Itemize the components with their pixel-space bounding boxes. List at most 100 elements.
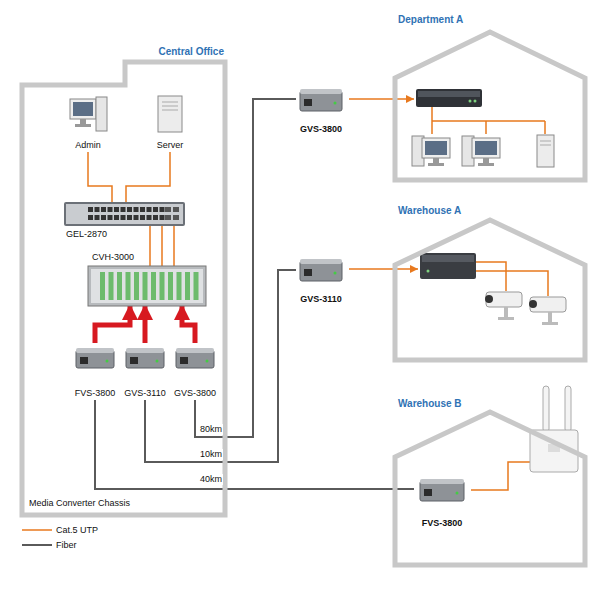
device-label: GVS-3800 xyxy=(174,388,216,399)
device-label: Server xyxy=(157,140,184,151)
building-outline xyxy=(392,203,590,363)
utp-link xyxy=(126,152,170,202)
device-node: Admin xyxy=(68,95,108,152)
building-zone: Warehouse A xyxy=(392,203,590,363)
building-zone: Department A xyxy=(392,12,590,184)
drive-bay xyxy=(162,110,178,111)
port xyxy=(108,215,113,220)
port xyxy=(153,215,158,220)
chassis-body xyxy=(88,266,206,306)
device-label: GVS-3110 xyxy=(124,388,165,399)
converter-top xyxy=(300,259,342,264)
port xyxy=(121,207,126,212)
slot xyxy=(160,272,165,300)
legend-line xyxy=(22,544,52,546)
port xyxy=(108,207,113,212)
fiber-link xyxy=(95,400,414,489)
converter-top xyxy=(420,479,464,484)
port xyxy=(114,215,119,220)
status-led xyxy=(206,360,209,363)
device-node: GVS-3800 xyxy=(296,86,346,136)
slot xyxy=(177,272,182,300)
zone-title: Department A xyxy=(398,14,463,26)
device-label: FVS-3800 xyxy=(75,388,116,399)
device-label: FVS-3800 xyxy=(422,518,463,529)
monitor xyxy=(70,99,96,119)
device-label: GVS-3800 xyxy=(300,124,342,135)
building-wall xyxy=(395,412,585,565)
port xyxy=(88,215,93,220)
converter-top xyxy=(76,348,114,353)
conv-icon xyxy=(75,347,115,369)
slot xyxy=(185,272,190,300)
status-led xyxy=(334,102,337,105)
conv-icon xyxy=(125,347,165,369)
device-label: GVS-3110 xyxy=(300,294,342,305)
pc-icon xyxy=(412,136,450,166)
utp-wire xyxy=(349,98,414,100)
chassis-caption: Media Converter Chassis xyxy=(28,498,131,509)
port xyxy=(134,215,139,220)
chassis-icon xyxy=(88,266,206,306)
port xyxy=(160,207,165,212)
port xyxy=(121,215,126,220)
conv-icon xyxy=(299,88,343,112)
port xyxy=(134,207,139,212)
legend-line xyxy=(22,529,52,531)
slot xyxy=(194,272,199,300)
building-wall xyxy=(22,62,225,515)
legend-row: Cat.5 UTP xyxy=(22,524,98,536)
converter-top xyxy=(300,89,342,94)
slot xyxy=(126,272,131,300)
camera-icon xyxy=(529,297,566,325)
device-label: GEL-2870 xyxy=(66,229,107,240)
conv-icon xyxy=(299,258,343,282)
port xyxy=(153,207,158,212)
device-node: GVS-3110 xyxy=(296,256,346,306)
screen xyxy=(73,102,93,116)
fiber-port xyxy=(180,357,188,364)
sfp-port xyxy=(173,207,179,212)
distance-label: 80km xyxy=(199,424,223,435)
switch-front xyxy=(66,204,183,224)
slot xyxy=(143,272,148,300)
slot xyxy=(168,272,173,300)
port xyxy=(160,215,165,220)
device-node: FVS-3800 xyxy=(72,343,119,400)
sfp-port xyxy=(173,215,179,220)
port xyxy=(95,207,100,212)
device-node: GEL-2870 xyxy=(64,202,185,226)
slot xyxy=(100,272,105,300)
legend-sample xyxy=(22,524,52,536)
device-node: FVS-3800 xyxy=(414,476,470,530)
sfp-port xyxy=(165,207,171,212)
base xyxy=(75,124,91,127)
drive-bay xyxy=(162,102,178,103)
device-label: CVH-3000 xyxy=(92,252,134,263)
drive-bay xyxy=(162,106,178,107)
conv-icon xyxy=(419,478,465,502)
utp-wire xyxy=(471,462,530,490)
fiber-port xyxy=(80,357,88,364)
port xyxy=(101,207,106,212)
converter-top xyxy=(176,348,214,353)
pc-icon xyxy=(462,136,500,166)
port xyxy=(127,207,132,212)
conv-icon xyxy=(175,347,215,369)
utp-link xyxy=(149,226,151,266)
chassis-face xyxy=(91,269,203,303)
port xyxy=(88,207,93,212)
port xyxy=(140,215,145,220)
slot xyxy=(151,272,156,300)
port xyxy=(140,207,145,212)
legend-text: Cat.5 UTP xyxy=(56,525,98,535)
device-label: Admin xyxy=(75,140,101,151)
zone-title: Warehouse B xyxy=(398,398,462,410)
utp-link xyxy=(173,226,175,266)
utp-link xyxy=(88,152,112,202)
fiber-port xyxy=(424,489,432,496)
distance-label: 40km xyxy=(199,474,223,485)
fiber-port xyxy=(304,99,312,106)
building-outline xyxy=(392,12,590,184)
